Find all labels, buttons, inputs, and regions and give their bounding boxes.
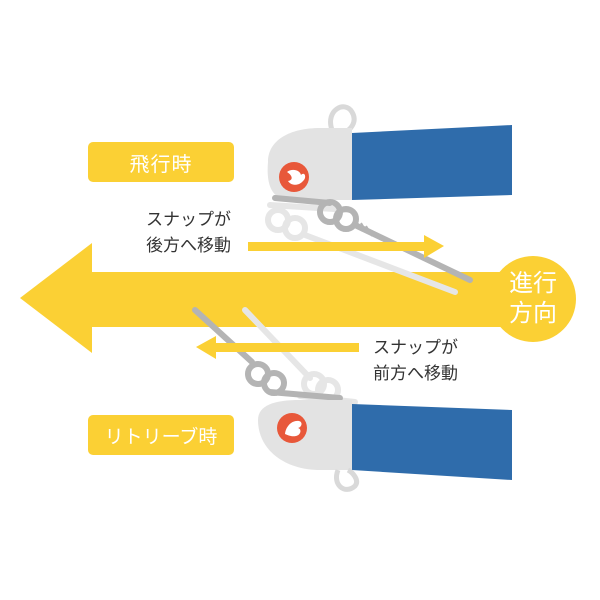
lure-flight <box>265 104 512 295</box>
flight-note: スナップが 後方へ移動 <box>146 207 231 259</box>
arrow-left-small-icon <box>196 336 359 359</box>
retrieve-note: スナップが 前方へ移動 <box>373 335 458 387</box>
retrieve-note-line1: スナップが <box>373 338 458 358</box>
arrow-left-icon <box>20 243 576 353</box>
retrieve-note-line2: 前方へ移動 <box>373 364 458 384</box>
flight-tag: 飛行時 <box>88 142 234 182</box>
direction-badge: 進行 方向 <box>490 255 576 341</box>
lure-retrieve <box>192 307 512 492</box>
flight-note-line1: スナップが <box>146 210 231 230</box>
direction-line1: 進行 <box>509 269 557 297</box>
flight-note-line2: 後方へ移動 <box>146 236 231 256</box>
arrow-right-icon <box>248 235 444 258</box>
retrieve-tag: リトリーブ時 <box>88 415 234 455</box>
direction-line2: 方向 <box>509 299 557 327</box>
